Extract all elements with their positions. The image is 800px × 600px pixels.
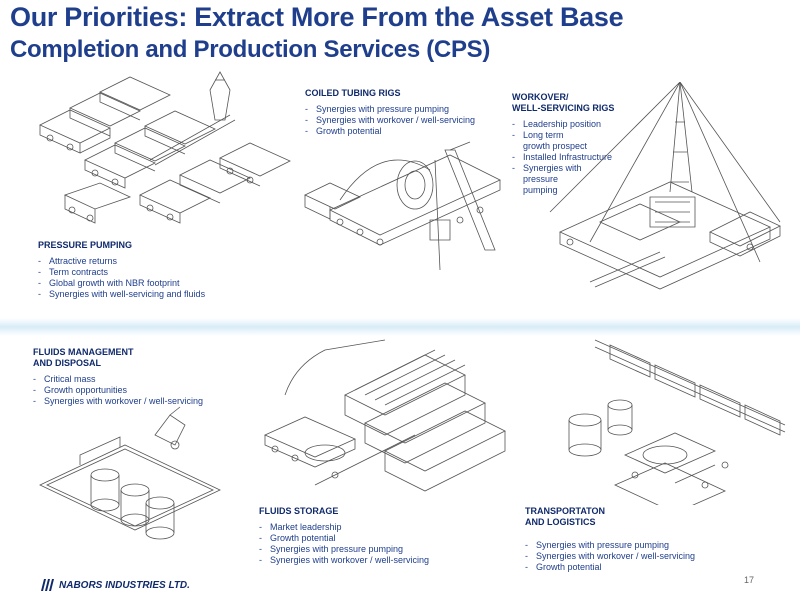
list-item: Attractive returns (38, 256, 288, 267)
company-name: NABORS INDUSTRIES LTD. (59, 579, 190, 591)
workover-rig-illustration (530, 82, 795, 307)
pressure-pumping-heading: PRESSURE PUMPING (38, 240, 133, 250)
list-item: Synergies with pressure pumping (525, 540, 755, 551)
list-item: Synergies with pressure pumping (305, 104, 505, 115)
workover-section: WORKOVER/ WELL-SERVICING RIGS Leadership… (512, 92, 642, 196)
transportation-section: TRANSPORTATON AND LOGISTICS Synergies wi… (525, 506, 755, 573)
coiled-tubing-bullets: Synergies with pressure pumping Synergie… (305, 104, 505, 137)
list-item: Synergies with workover / well-servicing (33, 396, 253, 407)
list-item: Synergies with well-servicing and fluids (38, 289, 288, 300)
company-logo: NABORS INDUSTRIES LTD. (40, 578, 190, 592)
coiled-tubing-section: COILED TUBING RIGS Synergies with pressu… (305, 88, 505, 137)
list-item: Synergies with pressure pumping (259, 544, 489, 555)
list-item: Synergies with workover / well-servicing (259, 555, 489, 566)
fluids-disposal-illustration (35, 405, 225, 565)
list-item: Leadership position (512, 119, 642, 130)
page-number: 17 (744, 575, 755, 585)
section-divider-band (0, 318, 800, 336)
fluids-storage-heading: FLUIDS STORAGE (259, 506, 339, 516)
list-item: Term contracts (38, 267, 288, 278)
list-item: Growth opportunities (33, 385, 253, 396)
transportation-bullets: Synergies with pressure pumping Synergie… (525, 540, 755, 573)
list-item: Growth potential (259, 533, 489, 544)
workover-heading-line2: WELL-SERVICING RIGS (512, 103, 615, 113)
pressure-pumping-section: PRESSURE PUMPING Attractive returns Term… (38, 240, 288, 300)
list-item: Synergies with pressure pumping (512, 163, 593, 196)
list-item: Growth potential (305, 126, 505, 137)
list-item: Long term growth prospect (512, 130, 593, 152)
transportation-heading-line2: AND LOGISTICS (525, 517, 596, 527)
coiled-tubing-heading: COILED TUBING RIGS (305, 88, 401, 98)
list-item: Critical mass (33, 374, 253, 385)
pressure-pumping-illustration (30, 70, 300, 235)
fluids-storage-illustration (255, 335, 520, 505)
list-item: Global growth with NBR footprint (38, 278, 288, 289)
slide-subtitle: Completion and Production Services (CPS) (10, 36, 491, 63)
list-item: Synergies with workover / well-servicing (305, 115, 505, 126)
fluids-storage-section: FLUIDS STORAGE Market leadership Growth … (259, 506, 489, 566)
fluids-mgmt-section: FLUIDS MANAGEMENT AND DISPOSAL Critical … (33, 347, 253, 407)
fluids-mgmt-heading-line2: AND DISPOSAL (33, 358, 102, 368)
list-item: Growth potential (525, 562, 755, 573)
slide-title: Our Priorities: Extract More From the As… (10, 2, 624, 32)
list-item: Market leadership (259, 522, 489, 533)
nabors-logo-icon (41, 579, 54, 591)
pressure-pumping-bullets: Attractive returns Term contracts Global… (38, 256, 288, 300)
transportation-heading-line1: TRANSPORTATON (525, 506, 605, 516)
fluids-storage-bullets: Market leadership Growth potential Syner… (259, 522, 489, 566)
list-item: Installed Infrastructure (512, 152, 642, 163)
fluids-mgmt-heading-line1: FLUIDS MANAGEMENT (33, 347, 134, 357)
transportation-illustration (555, 335, 790, 505)
workover-bullets: Leadership position Long term growth pro… (512, 119, 642, 196)
fluids-mgmt-bullets: Critical mass Growth opportunities Syner… (33, 374, 253, 407)
coiled-tubing-illustration (300, 140, 510, 290)
workover-heading-line1: WORKOVER/ (512, 92, 569, 102)
list-item: Synergies with workover / well-servicing (525, 551, 755, 562)
